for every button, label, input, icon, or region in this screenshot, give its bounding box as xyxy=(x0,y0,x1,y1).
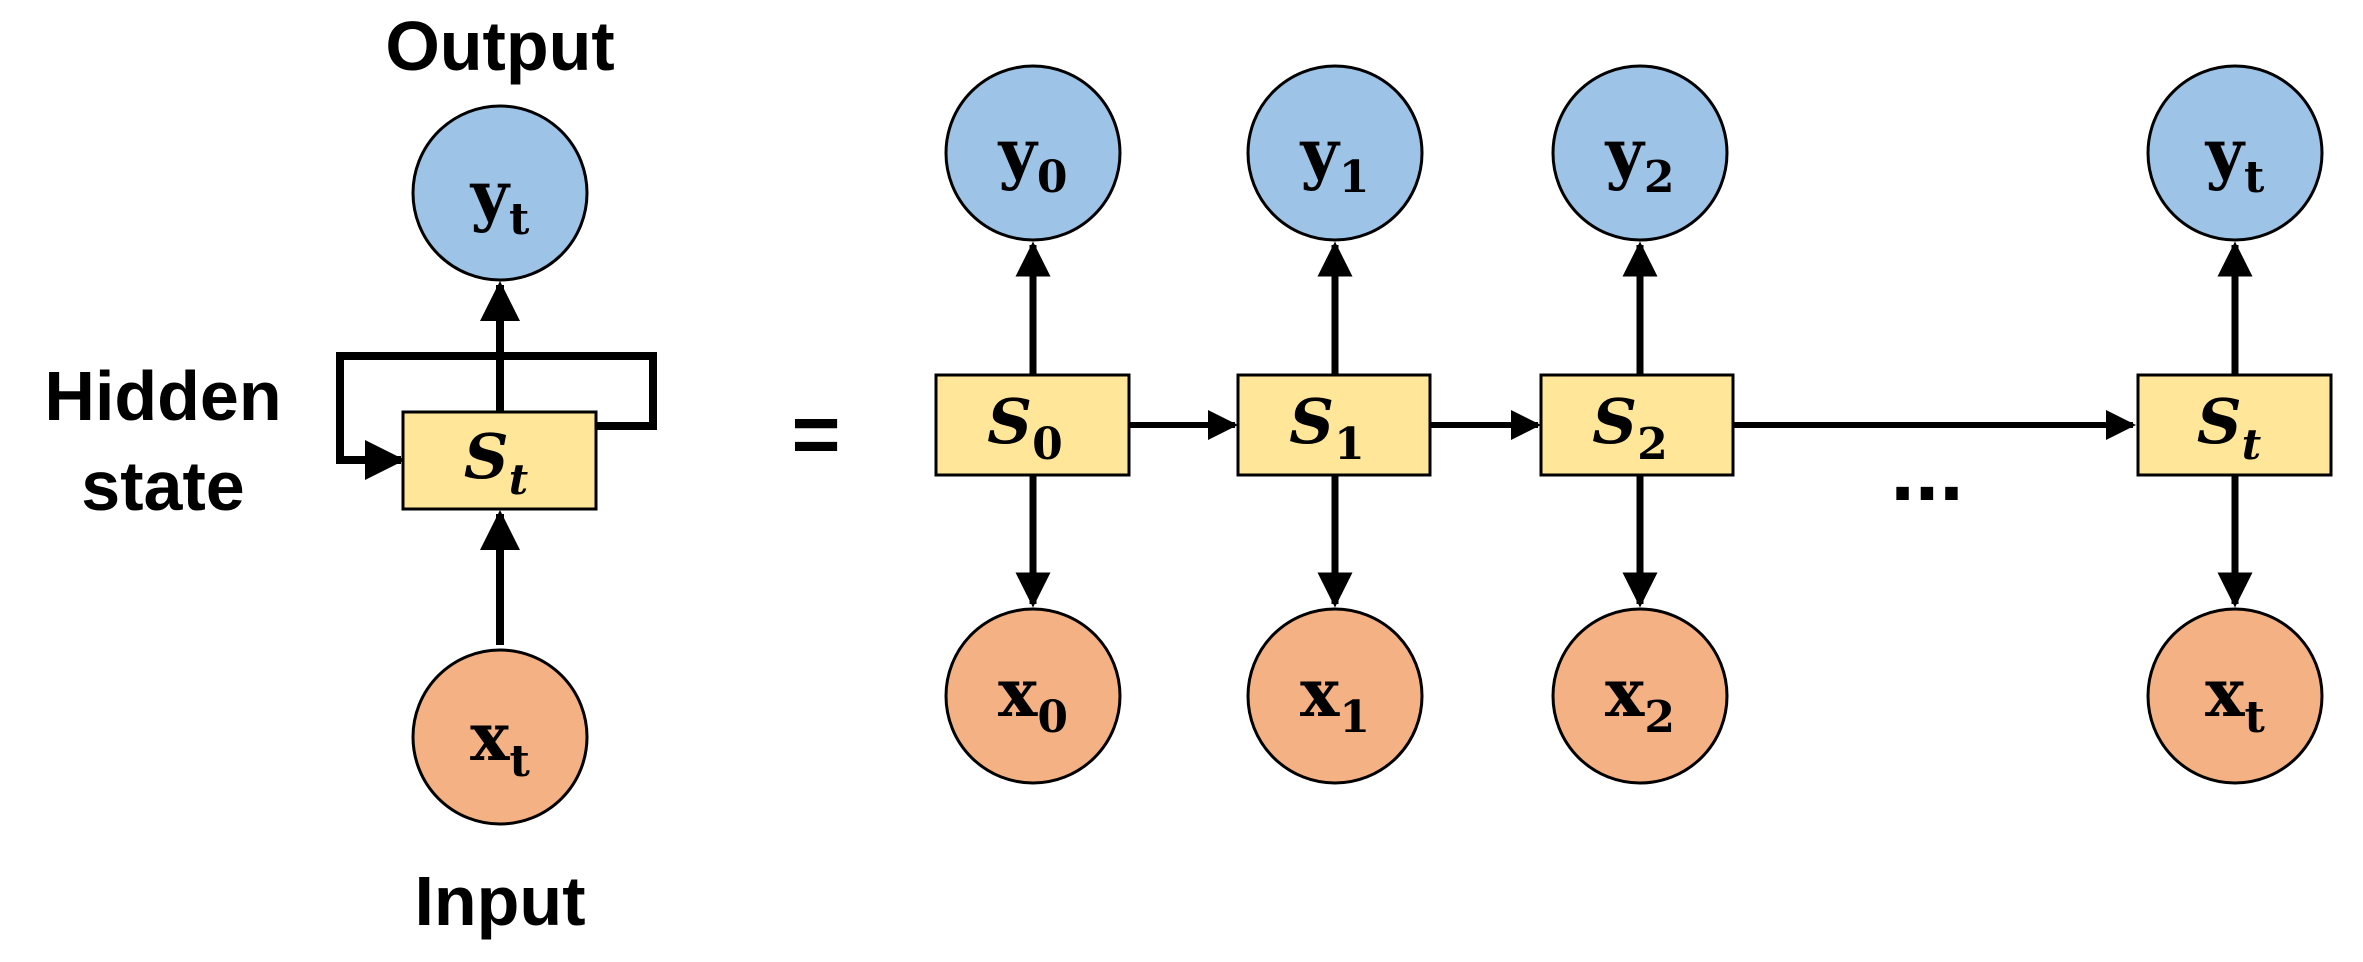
output-label: Output xyxy=(385,7,614,85)
hidden-state-box xyxy=(1236,373,1432,477)
hidden-state-label: St xyxy=(2197,385,2261,469)
input-node xyxy=(1246,607,1424,785)
input-node xyxy=(944,607,1122,785)
input-node xyxy=(2146,607,2324,785)
unrolled-rnn: y0 S0 x0 y1 S1 x1 y2 S2 x2 xyxy=(934,64,2333,785)
time-step-2: y2 S2 x2 xyxy=(1539,64,1735,785)
folded-input-node-label: xt xyxy=(470,698,530,787)
output-node xyxy=(1551,64,1729,242)
output-node-label: y0 xyxy=(998,114,1068,203)
time-step-t: yt St xt xyxy=(2136,64,2333,785)
hidden-state-label-line1: Hidden xyxy=(44,357,281,435)
output-node xyxy=(944,64,1122,242)
output-node-label: y1 xyxy=(1300,114,1370,203)
hidden-state-box xyxy=(1539,373,1735,477)
output-node-label: yt xyxy=(2205,114,2265,203)
folded-output-node-label: yt xyxy=(470,156,530,245)
input-label: Input xyxy=(414,862,585,940)
hidden-state-label-line2: state xyxy=(81,447,244,525)
folded-hidden-state-label: St xyxy=(464,420,528,504)
equals-sign: = xyxy=(791,387,840,481)
hidden-state-label: S0 xyxy=(987,385,1062,470)
time-step-0: y0 S0 x0 xyxy=(934,64,1131,785)
ellipsis: ... xyxy=(1890,420,1963,519)
folded-hidden-state-box xyxy=(401,410,598,511)
input-node xyxy=(1551,607,1729,785)
input-node-label: xt xyxy=(2205,654,2265,743)
input-node-label: x0 xyxy=(998,654,1068,743)
output-node xyxy=(2146,64,2324,242)
hidden-state-label: S1 xyxy=(1289,385,1364,470)
output-node-label: y2 xyxy=(1605,114,1675,203)
hidden-state-box xyxy=(934,373,1131,477)
time-step-1: y1 S1 x1 xyxy=(1236,64,1432,785)
folded-input-node xyxy=(411,648,589,826)
folded-output-node xyxy=(411,104,589,282)
output-node xyxy=(1246,64,1424,242)
hidden-state-box xyxy=(2136,373,2333,477)
input-node-label: x2 xyxy=(1605,654,1675,743)
input-node-label: x1 xyxy=(1300,654,1370,743)
hidden-state-label: S2 xyxy=(1592,385,1667,470)
folded-rnn: yt St xt xyxy=(336,104,657,826)
